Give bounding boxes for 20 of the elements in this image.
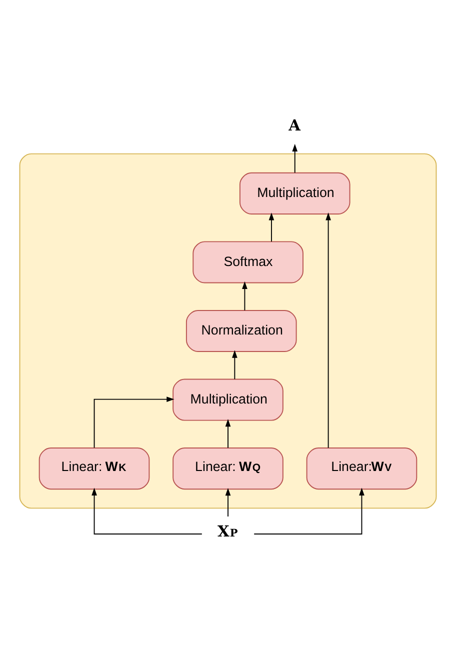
node-box: Linear: WK xyxy=(38,448,150,490)
node-box: Softmax xyxy=(192,241,304,284)
arrow xyxy=(292,144,298,174)
arrow xyxy=(242,281,248,311)
node-box: Linear:WV xyxy=(306,448,418,490)
arrow xyxy=(232,350,238,380)
cluster xyxy=(19,153,437,509)
node-box: Linear: WQ xyxy=(172,448,284,490)
arrow xyxy=(254,488,364,534)
arrow xyxy=(225,488,231,517)
node-box: Multiplication xyxy=(172,378,284,421)
node-box: Normalization xyxy=(186,310,297,352)
arrow xyxy=(225,418,231,448)
arrow xyxy=(326,212,331,448)
node-text: A xyxy=(288,116,301,135)
node-box: Multiplication xyxy=(239,172,350,214)
arrow xyxy=(92,488,202,534)
node-text: XP xyxy=(217,522,238,541)
arrow xyxy=(268,212,274,242)
arrow xyxy=(94,396,174,448)
